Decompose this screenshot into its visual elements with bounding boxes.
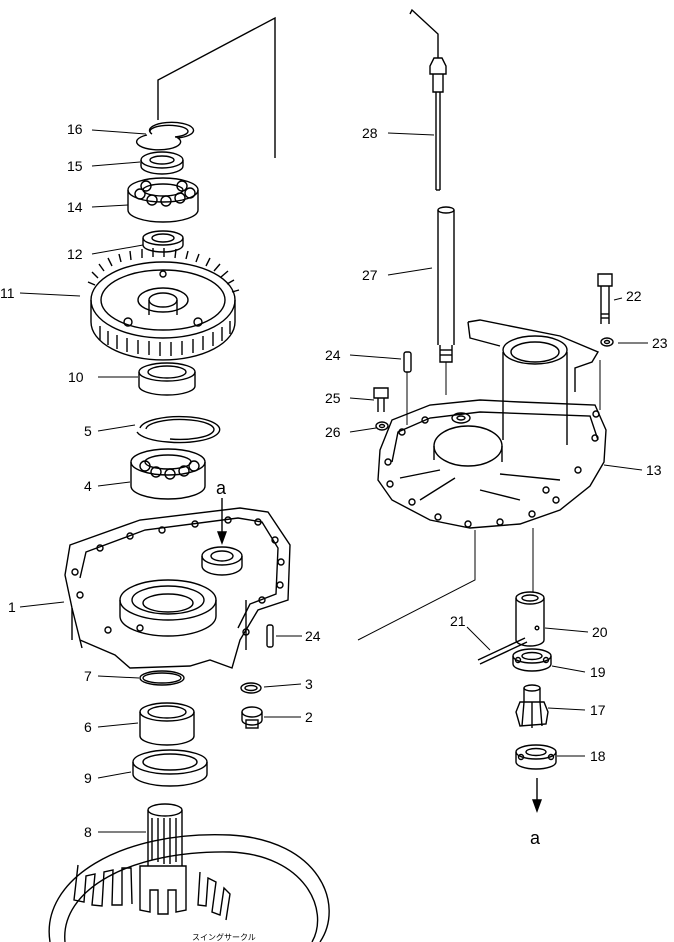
label-23: 23	[652, 335, 668, 351]
swing-circle-caption: スイングサークル	[192, 932, 256, 942]
leader-lines	[19, 129, 648, 833]
label-11: 11	[0, 285, 15, 301]
pin-21	[477, 637, 528, 665]
label-24-left: 24	[305, 628, 321, 644]
snap-ring-5	[136, 415, 221, 444]
collar-10	[138, 362, 196, 396]
marker-a-top: a	[216, 478, 227, 498]
o-ring-3	[240, 682, 262, 694]
label-25: 25	[325, 390, 341, 406]
housing-1	[64, 507, 291, 669]
oil-seal-9	[132, 749, 208, 787]
pin-24-left	[266, 624, 274, 648]
label-17: 17	[590, 702, 606, 718]
alignment-bracket-bottom	[357, 530, 476, 641]
label-10: 10	[68, 369, 84, 385]
label-19: 19	[590, 664, 606, 680]
marker-a-arrow-bottom	[532, 778, 542, 814]
collar-15	[140, 151, 184, 175]
label-13: 13	[646, 462, 662, 478]
gear-11	[87, 248, 240, 361]
collar-12	[142, 230, 184, 253]
washer-23	[600, 337, 614, 347]
gauge-tube-27	[437, 206, 455, 363]
plug-2	[241, 706, 263, 729]
label-27: 27	[362, 267, 378, 283]
pin-24-right	[403, 351, 412, 373]
label-16: 16	[67, 121, 83, 137]
label-24-right: 24	[325, 347, 341, 363]
label-1: 1	[8, 599, 16, 615]
label-18: 18	[590, 748, 606, 764]
label-26: 26	[325, 424, 341, 440]
marker-a-arrow-top	[217, 498, 227, 546]
pinion-17	[515, 684, 549, 728]
label-22: 22	[626, 288, 642, 304]
bushing-6	[139, 702, 195, 746]
alignment-bracket-top	[157, 16, 276, 158]
label-5: 5	[84, 423, 92, 439]
bearing-14	[127, 177, 199, 223]
label-2: 2	[305, 709, 313, 725]
washer-26	[375, 421, 389, 431]
bearing-4	[130, 448, 206, 500]
bolt-25	[373, 387, 389, 412]
label-9: 9	[84, 770, 92, 786]
label-12: 12	[67, 246, 83, 262]
sleeve-20	[515, 591, 545, 647]
pinion-shaft-8	[139, 803, 187, 915]
marker-a-bottom: a	[530, 828, 541, 848]
label-15: 15	[67, 158, 83, 174]
label-6: 6	[84, 719, 92, 735]
bolt-22	[597, 273, 613, 324]
label-20: 20	[592, 624, 608, 640]
label-4: 4	[84, 478, 92, 494]
label-21: 21	[450, 613, 466, 629]
bearing-19	[512, 648, 552, 672]
label-3: 3	[305, 676, 313, 692]
o-ring-7	[139, 670, 185, 686]
label-28: 28	[362, 125, 378, 141]
dipstick-28	[409, 8, 447, 191]
snap-ring-16	[135, 121, 195, 151]
part-numbers: 16 15 14 12 11 10 5 4 1 7 6 9 8 24 3 2 2…	[0, 121, 668, 840]
bearing-18	[515, 744, 557, 770]
label-7: 7	[84, 668, 92, 684]
label-14: 14	[67, 199, 83, 215]
swing-circle	[48, 833, 330, 942]
case-13	[377, 319, 607, 529]
label-8: 8	[84, 824, 92, 840]
